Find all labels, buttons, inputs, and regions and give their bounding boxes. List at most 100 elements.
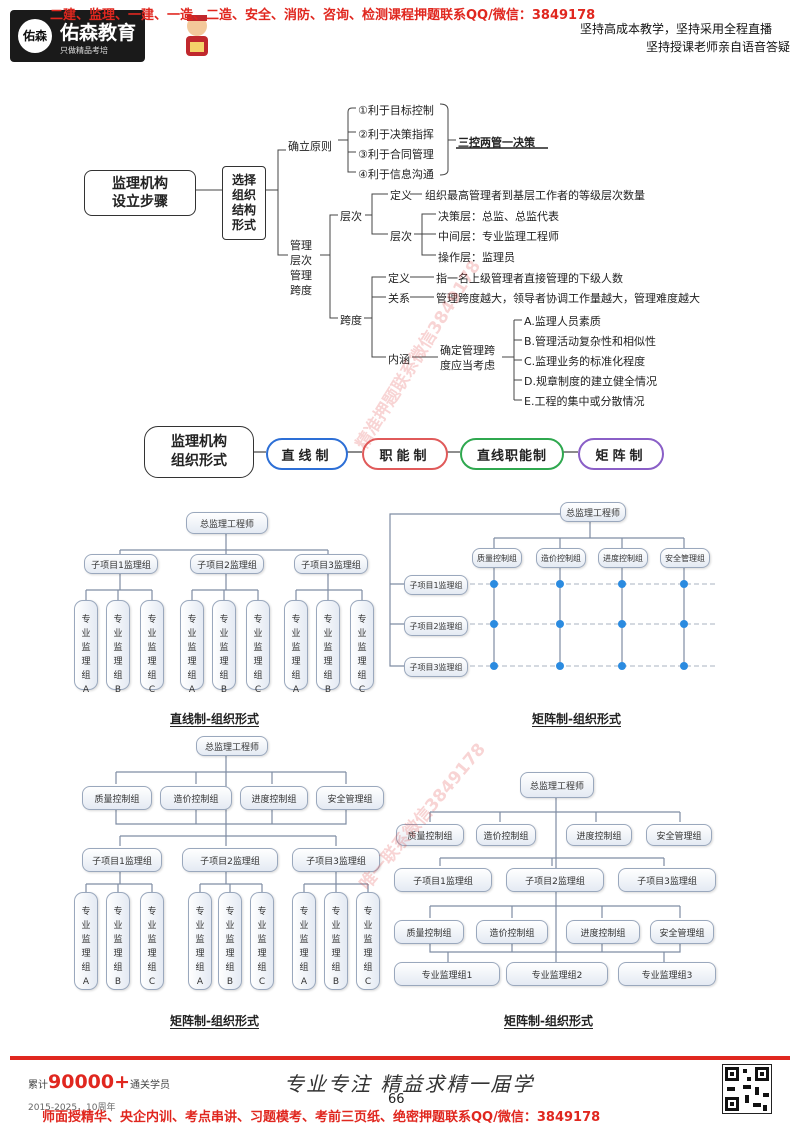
stat-suffix: 通关学员	[130, 1080, 171, 1091]
func-safety-br: 安全管理组	[646, 824, 712, 846]
func-safety-bl: 安全管理组	[316, 786, 384, 810]
stat-line: 累计90000+通关学员	[28, 1071, 170, 1093]
span-con-key: 内涵	[388, 353, 410, 366]
subgroup-2-matrix: 子项目2监理组	[404, 616, 468, 636]
prof-group-letter: A	[82, 977, 90, 987]
span-rel: 管理跨度越大，领导者协调工作量越大，管理难度越大	[436, 292, 700, 305]
func-cost-br: 造价控制组	[476, 824, 536, 846]
stat-number: 90000+	[48, 1071, 131, 1093]
chief-engineer-matrix: 总监理工程师	[560, 502, 626, 522]
level-layers-key: 层次	[390, 230, 412, 243]
subgroup-3-br: 子项目3监理组	[618, 868, 716, 892]
mascot-icon	[186, 15, 208, 56]
prof-group-letter: B	[324, 685, 332, 695]
factor-b: B.管理活动复杂性和相似性	[524, 335, 657, 348]
func-safety-br-2: 安全管理组	[650, 920, 714, 944]
prof-group-letter: C	[254, 685, 262, 695]
func-schedule-bl: 进度控制组	[240, 786, 308, 810]
logo-name: 佑森教育	[60, 22, 137, 44]
header-slogan-1: 坚持高成本教学，坚持采用全程直播	[579, 22, 772, 36]
header-slogan-2: 坚持授课老师亲自语音答疑	[645, 40, 790, 54]
subgroup-2-line: 子项目2监理组	[190, 554, 264, 574]
prof-group-letter: A	[196, 977, 204, 987]
func-cost-matrix: 造价控制组	[536, 548, 586, 568]
span-consider: 确定管理跨 度应当考虑	[440, 344, 495, 372]
level-label: 层次	[340, 210, 362, 223]
principle-label: 确立原则	[288, 140, 332, 153]
logo-seal: 佑森	[18, 19, 52, 53]
caption-bottom-left: 矩阵制-组织形式	[170, 1014, 259, 1028]
subgroup-1-line: 子项目1监理组	[84, 554, 158, 574]
prof-group-letter: A	[300, 977, 308, 987]
years-text: 2015-2025，10周年	[28, 1103, 116, 1113]
prof-group-letter: B	[114, 685, 122, 695]
subgroup-1-bl: 子项目1监理组	[82, 848, 162, 872]
logo-subtitle: 只做精品考培	[60, 46, 108, 55]
level-def-key: 定义	[390, 189, 412, 202]
stat-prefix: 累计	[28, 1080, 48, 1091]
span-def-key: 定义	[388, 272, 410, 285]
func-quality-matrix: 质量控制组	[472, 548, 522, 568]
func-cost-br-2: 造价控制组	[476, 920, 548, 944]
qr-code-icon	[722, 1064, 772, 1114]
func-quality-bl: 质量控制组	[82, 786, 152, 810]
span-rel-key: 关系	[388, 292, 410, 305]
principle-2: ②利于决策指挥	[358, 128, 434, 141]
span-def: 指一名上级管理者直接管理的下级人数	[436, 272, 623, 285]
forms-title: 监理机构 组织形式	[144, 426, 254, 478]
subgroup-1-matrix: 子项目1监理组	[404, 575, 468, 595]
prof-group-letter: A	[292, 685, 300, 695]
form-matrix: 矩阵制	[578, 438, 664, 470]
motto-calligraphy: 专业专注 精益求精一届学	[284, 1072, 535, 1096]
func-quality-br-2: 质量控制组	[394, 920, 464, 944]
caption-line: 直线制-组织形式	[170, 712, 259, 726]
prof-group-letter: B	[114, 977, 122, 987]
func-schedule-br: 进度控制组	[566, 824, 632, 846]
prof-group-3-br: 专业监理组3	[618, 962, 716, 986]
factor-d: D.规章制度的建立健全情况	[524, 375, 657, 388]
select-structure-node: 选择 组织 结构 形式	[222, 166, 266, 240]
level-def: 组织最高管理者到基层工作者的等级层次数量	[425, 189, 645, 202]
form-line-functional: 直线职能制	[460, 438, 564, 470]
footer-promo-line: 师面授精华、央企内训、考点串讲、习题模考、考前三页纸、绝密押题联系QQ/微信：3…	[42, 1110, 601, 1125]
factor-c: C.监理业务的标准化程度	[524, 355, 646, 368]
chief-engineer-br: 总监理工程师	[520, 772, 594, 798]
footer-divider	[10, 1056, 790, 1060]
prof-group-letter: B	[220, 685, 228, 695]
layer-decision: 决策层：总监、总监代表	[438, 210, 559, 223]
prof-group-1-br: 专业监理组1	[394, 962, 500, 986]
subgroup-3-line: 子项目3监理组	[294, 554, 368, 574]
subgroup-3-matrix: 子项目3监理组	[404, 657, 468, 677]
prof-group-letter: B	[332, 977, 340, 987]
caption-bottom-right: 矩阵制-组织形式	[504, 1014, 593, 1028]
principle-3: ③利于合同管理	[358, 148, 434, 161]
layer-operation: 操作层：监理员	[438, 251, 515, 264]
caption-matrix: 矩阵制-组织形式	[532, 712, 621, 726]
form-functional: 职能制	[362, 438, 448, 470]
factor-a: A.监理人员素质	[524, 315, 601, 328]
subgroup-2-br: 子项目2监理组	[506, 868, 604, 892]
subgroup-1-br: 子项目1监理组	[394, 868, 492, 892]
prof-group-letter: A	[82, 685, 90, 695]
func-safety-matrix: 安全管理组	[660, 548, 710, 568]
prof-group-letter: A	[188, 685, 196, 695]
prof-group-letter: C	[364, 977, 372, 987]
prof-group-letter: B	[226, 977, 234, 987]
func-cost-bl: 造价控制组	[160, 786, 232, 810]
prof-group-letter: C	[148, 977, 156, 987]
func-schedule-br-2: 进度控制组	[566, 920, 640, 944]
